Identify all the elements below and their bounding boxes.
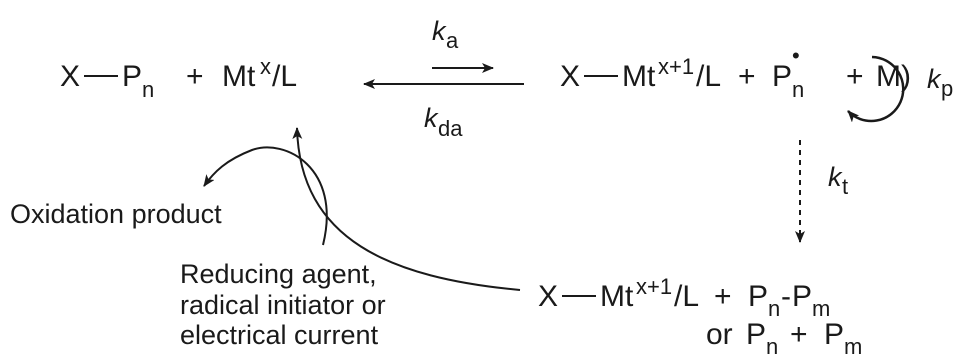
equilibrium-arrows bbox=[363, 63, 524, 89]
coupled-chain-p2-subscript: m bbox=[812, 296, 830, 321]
deactivator-oxidation-state: x+1 bbox=[658, 54, 694, 79]
radical-subscript: n bbox=[792, 77, 804, 102]
kda-symbol: k bbox=[424, 103, 439, 133]
coupled-chain-p1-subscript: n bbox=[768, 296, 780, 321]
catalyst-metal: Mt bbox=[222, 60, 256, 93]
oxidation-arrow bbox=[203, 146, 328, 246]
disproportionation-p2-subscript: m bbox=[844, 334, 862, 355]
polymer-chain-p: P bbox=[122, 60, 142, 93]
reducing-agent-line-1: Reducing agent, bbox=[180, 259, 377, 289]
radical-p: P bbox=[772, 60, 792, 93]
plus-sign: + bbox=[790, 318, 808, 351]
ka-symbol: k bbox=[432, 16, 447, 46]
coupled-chain-p2: P bbox=[792, 280, 812, 313]
kda-subscript: da bbox=[438, 116, 463, 141]
coupled-chain-p1: P bbox=[748, 280, 768, 313]
deactivator-oxidation-state: x+1 bbox=[636, 274, 672, 299]
catalyst-oxidation-state: x bbox=[260, 54, 271, 79]
reducing-agent-line-3: electrical current bbox=[180, 320, 379, 350]
kt-subscript: t bbox=[842, 174, 848, 199]
rate-constant-kp: k p bbox=[927, 64, 953, 101]
ka-subscript: a bbox=[446, 28, 459, 53]
rate-constant-kda: k da bbox=[424, 103, 463, 141]
polymer-chain-subscript: n bbox=[142, 77, 154, 102]
halogen-x: X bbox=[560, 60, 580, 93]
plus-sign: + bbox=[846, 60, 864, 93]
reducing-agent-line-2: radical initiator or bbox=[180, 290, 386, 320]
kp-symbol: k bbox=[927, 64, 942, 94]
catalyst-ligand: /L bbox=[272, 60, 297, 93]
deactivator-ligand: /L bbox=[674, 280, 699, 313]
oxidation-product-label: Oxidation product bbox=[10, 199, 222, 229]
deactivator-metal: Mt bbox=[600, 280, 634, 313]
regeneration-arrow bbox=[292, 127, 521, 291]
plus-sign: + bbox=[714, 280, 732, 313]
deactivator-metal: Mt bbox=[622, 60, 656, 93]
active-species: X Mt x+1 /L + P n • + M) bbox=[560, 43, 911, 102]
radical-dot: • bbox=[792, 43, 800, 68]
halogen-x: X bbox=[60, 60, 80, 93]
propagation-loop-arrow bbox=[847, 55, 905, 123]
disproportionation-p1: P bbox=[746, 318, 766, 351]
plus-sign: + bbox=[738, 60, 756, 93]
disproportionation-p1-subscript: n bbox=[766, 334, 778, 355]
disproportionation-p2: P bbox=[824, 318, 844, 351]
rate-constant-ka: k a bbox=[432, 16, 459, 53]
dormant-species: X P n + Mt x /L bbox=[60, 54, 297, 102]
coupling-dash: - bbox=[781, 280, 791, 313]
deactivator-ligand: /L bbox=[696, 60, 721, 93]
plus-sign: + bbox=[186, 60, 204, 93]
kp-subscript: p bbox=[941, 76, 953, 101]
halogen-x: X bbox=[538, 280, 558, 313]
kt-symbol: k bbox=[828, 162, 843, 192]
rate-constant-kt: k t bbox=[828, 162, 848, 199]
termination-products: X Mt x+1 /L + P n - P m or P n + P m bbox=[538, 274, 862, 359]
or-text: or bbox=[706, 318, 733, 351]
